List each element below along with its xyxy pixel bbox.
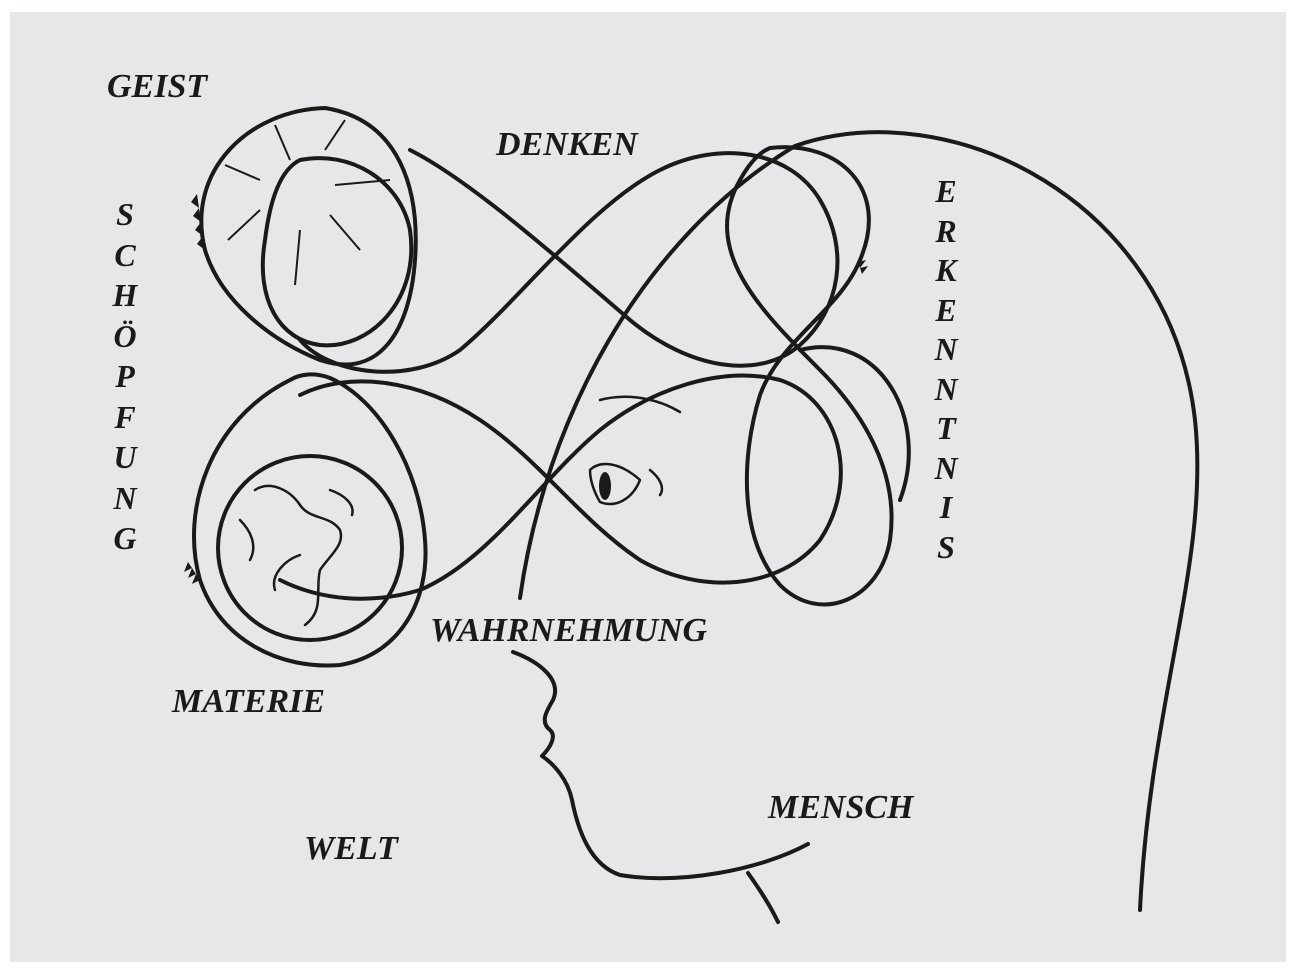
letter: N xyxy=(929,330,963,370)
letter: S xyxy=(108,194,142,235)
letter: K xyxy=(929,251,963,291)
letter: C xyxy=(108,235,142,276)
letter: N xyxy=(108,478,142,519)
eye-pupil xyxy=(599,472,611,500)
letter: U xyxy=(108,437,142,478)
letter: S xyxy=(929,528,963,568)
label-schoepfung: S C H Ö P F U N G xyxy=(108,194,142,559)
label-mensch: MENSCH xyxy=(768,791,914,825)
geist-inner-loop xyxy=(263,158,411,345)
letter: N xyxy=(929,370,963,410)
letter: N xyxy=(929,449,963,489)
globe-icon xyxy=(218,456,402,640)
sawtooth-decorations xyxy=(184,194,868,584)
label-geist: GEIST xyxy=(107,70,207,104)
letter: E xyxy=(929,291,963,331)
label-denken: DENKEN xyxy=(496,128,638,162)
label-welt: WELT xyxy=(304,832,398,866)
letter: Ö xyxy=(108,316,142,357)
geist-arrows xyxy=(225,120,390,285)
arrow-icon xyxy=(295,230,300,285)
sawtooth-erkenntnis xyxy=(858,260,868,274)
erkenntnis-loop-lower xyxy=(800,347,909,500)
letter: I xyxy=(929,488,963,528)
geist-loop xyxy=(201,108,415,364)
arrow-icon xyxy=(325,120,345,150)
globe-continents xyxy=(240,486,353,625)
letter: G xyxy=(108,518,142,559)
label-erkenntnis: E R K E N N T N I S xyxy=(929,172,963,567)
letter: T xyxy=(929,409,963,449)
label-materie: MATERIE xyxy=(172,685,325,719)
face-profile-line xyxy=(513,652,808,878)
arrow-icon xyxy=(228,210,260,240)
arrow-icon xyxy=(225,165,260,180)
letter: F xyxy=(108,397,142,438)
arrow-icon xyxy=(275,125,290,160)
denken-loop xyxy=(300,150,837,372)
arrow-icon xyxy=(330,215,360,250)
neck-line xyxy=(748,873,778,922)
letter: E xyxy=(929,172,963,212)
label-wahrnehmung: WAHRNEHMUNG xyxy=(430,614,707,648)
letter: H xyxy=(108,275,142,316)
letter: R xyxy=(929,212,963,252)
letter: P xyxy=(108,356,142,397)
